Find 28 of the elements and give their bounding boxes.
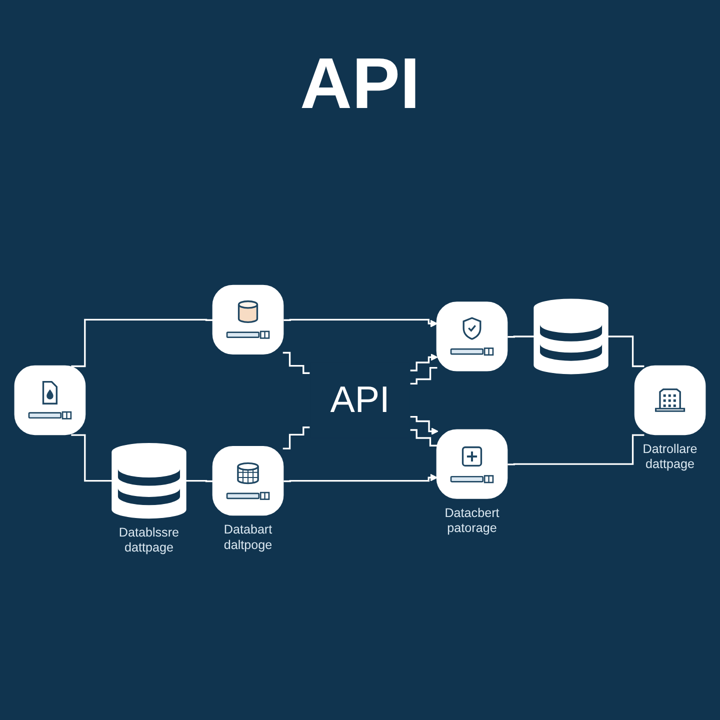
connector	[186, 480, 214, 482]
node-box	[212, 446, 284, 516]
arrow	[410, 354, 438, 372]
node-box	[436, 302, 508, 372]
connector	[608, 336, 644, 368]
node-text: API	[330, 379, 390, 420]
node-box	[14, 365, 86, 436]
connector	[508, 336, 534, 338]
node-cylinder	[112, 443, 186, 519]
arrow	[284, 474, 438, 482]
node-box	[634, 365, 706, 436]
connector	[410, 429, 438, 446]
arrow	[410, 416, 438, 435]
node-caption: Datablssre dattpage	[118, 526, 180, 555]
connector	[410, 367, 438, 385]
node-cylinder	[534, 298, 608, 374]
connector	[508, 434, 644, 466]
node-caption: Datacbert patorage	[444, 506, 500, 535]
connector	[71, 434, 112, 482]
connector	[282, 426, 310, 450]
connector	[282, 352, 310, 374]
node-caption: Datrollare dattpage	[642, 442, 698, 472]
node-caption: Databart daltpoge	[224, 522, 272, 552]
node-box	[436, 429, 508, 499]
node-box	[212, 284, 284, 355]
title: API	[300, 48, 420, 120]
arrow	[284, 318, 438, 328]
connector	[71, 318, 214, 368]
